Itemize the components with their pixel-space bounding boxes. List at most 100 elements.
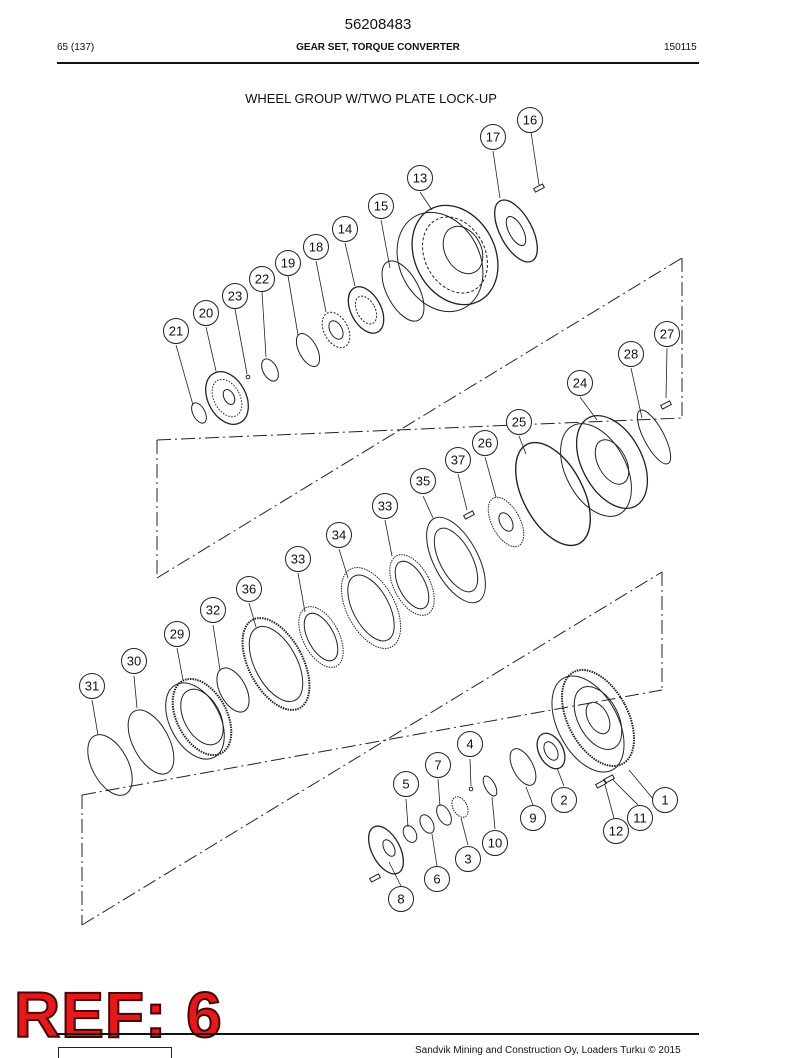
callout-4: 4: [457, 731, 483, 757]
callout-32: 32: [200, 597, 226, 623]
callout-label: 9: [529, 811, 536, 826]
callout-label: 30: [127, 654, 141, 669]
callout-36: 36: [236, 576, 262, 602]
callout-label: 14: [338, 222, 352, 237]
part-34-disc: [340, 567, 402, 649]
part-36-gear-ring: [241, 617, 311, 711]
callout-label: 18: [309, 240, 323, 255]
callout-label: 7: [434, 758, 441, 773]
part-20-reactor: [205, 371, 249, 425]
footer-copyright: Sandvik Mining and Construction Oy, Load…: [415, 1045, 681, 1056]
callout-27: 27: [654, 321, 680, 347]
callout-label: 36: [242, 582, 256, 597]
callout-label: 3: [464, 852, 471, 867]
callout-label: 13: [413, 171, 427, 186]
callout-label: 5: [402, 777, 409, 792]
callout-7: 7: [425, 752, 451, 778]
callout-33: 33: [372, 493, 398, 519]
callout-19: 19: [275, 250, 301, 276]
part-19-snap-ring: [295, 333, 321, 367]
part-29-carrier: [165, 677, 233, 760]
callout-5: 5: [393, 771, 419, 797]
document-number: 56208483: [344, 16, 412, 33]
callout-18: 18: [303, 234, 329, 260]
callout-label: 26: [478, 436, 492, 451]
section-title: GEAR SET, TORQUE CONVERTER: [296, 42, 460, 53]
part-1-pump-housing: [551, 668, 636, 773]
callout-label: 33: [378, 499, 392, 514]
part-14-bearing: [347, 286, 385, 334]
part-28-plate: [636, 409, 672, 465]
part-37-bolt: [462, 510, 476, 520]
part-21-snap-ring: [191, 402, 207, 424]
part-2-bearing: [536, 732, 566, 770]
callout-20: 20: [193, 300, 219, 326]
callout-label: 22: [255, 272, 269, 287]
callout-label: 16: [523, 113, 537, 128]
part-10-ring: [482, 775, 498, 797]
callout-label: 15: [374, 199, 388, 214]
callout-31: 31: [79, 673, 105, 699]
callout-35: 35: [410, 468, 436, 494]
callout-11: 11: [627, 805, 653, 831]
callout-label: 35: [416, 474, 430, 489]
callout-label: 2: [560, 793, 567, 808]
header-divider: [57, 62, 699, 64]
callout-label: 10: [488, 836, 502, 851]
revision-code: 150115: [664, 42, 697, 53]
part-18-bearing: [321, 311, 351, 349]
footer-divider: [57, 1033, 699, 1035]
callout-label: 28: [624, 347, 638, 362]
part-33-disc-b: [298, 606, 344, 668]
callout-8: 8: [388, 886, 414, 912]
part-15-ring: [381, 260, 425, 322]
callout-9: 9: [520, 805, 546, 831]
part-9-ring: [509, 748, 537, 786]
callout-label: 33: [291, 552, 305, 567]
page-number: 65 (137): [57, 42, 95, 53]
callout-12: 12: [603, 818, 629, 844]
callout-label: 31: [85, 679, 99, 694]
callout-label: 24: [573, 376, 587, 391]
callout-29: 29: [164, 621, 190, 647]
callout-24: 24: [567, 370, 593, 396]
leader-lines: [91, 131, 668, 887]
callout-33: 33: [285, 546, 311, 572]
callout-6: 6: [424, 866, 450, 892]
callout-14: 14: [332, 216, 358, 242]
callout-label: 25: [512, 415, 526, 430]
callout-label: 34: [332, 528, 346, 543]
callout-17: 17: [480, 124, 506, 150]
callout-10: 10: [482, 830, 508, 856]
part-8-bolt: [368, 873, 382, 883]
callout-label: 4: [466, 737, 473, 752]
part-31-ring: [87, 734, 133, 796]
part-4-pin: [468, 786, 474, 792]
part-22-washer: [261, 358, 279, 382]
part-13-housing: [396, 204, 499, 313]
callout-label: 21: [169, 324, 183, 339]
part-35-plate: [426, 516, 486, 604]
part-17-cover-plate: [494, 199, 538, 263]
callout-30: 30: [121, 648, 147, 674]
callout-label: 29: [170, 627, 184, 642]
callout-label: 19: [281, 256, 295, 271]
callout-label: 27: [660, 327, 674, 342]
callout-34: 34: [326, 522, 352, 548]
assembly-centerlines: [81, 257, 683, 926]
callout-label: 32: [206, 603, 220, 618]
callout-label: 12: [609, 824, 623, 839]
part-16-bolt: [532, 183, 546, 193]
part-7-ring: [436, 804, 452, 826]
callout-label: 20: [199, 306, 213, 321]
callout-15: 15: [368, 193, 394, 219]
part-32-ring: [216, 667, 250, 713]
callout-13: 13: [407, 165, 433, 191]
part-3-gear: [451, 796, 469, 818]
callout-23: 23: [222, 283, 248, 309]
diagram-title: WHEEL GROUP W/TWO PLATE LOCK-UP: [245, 91, 497, 106]
callout-21: 21: [163, 318, 189, 344]
callout-26: 26: [472, 430, 498, 456]
callout-2: 2: [551, 787, 577, 813]
